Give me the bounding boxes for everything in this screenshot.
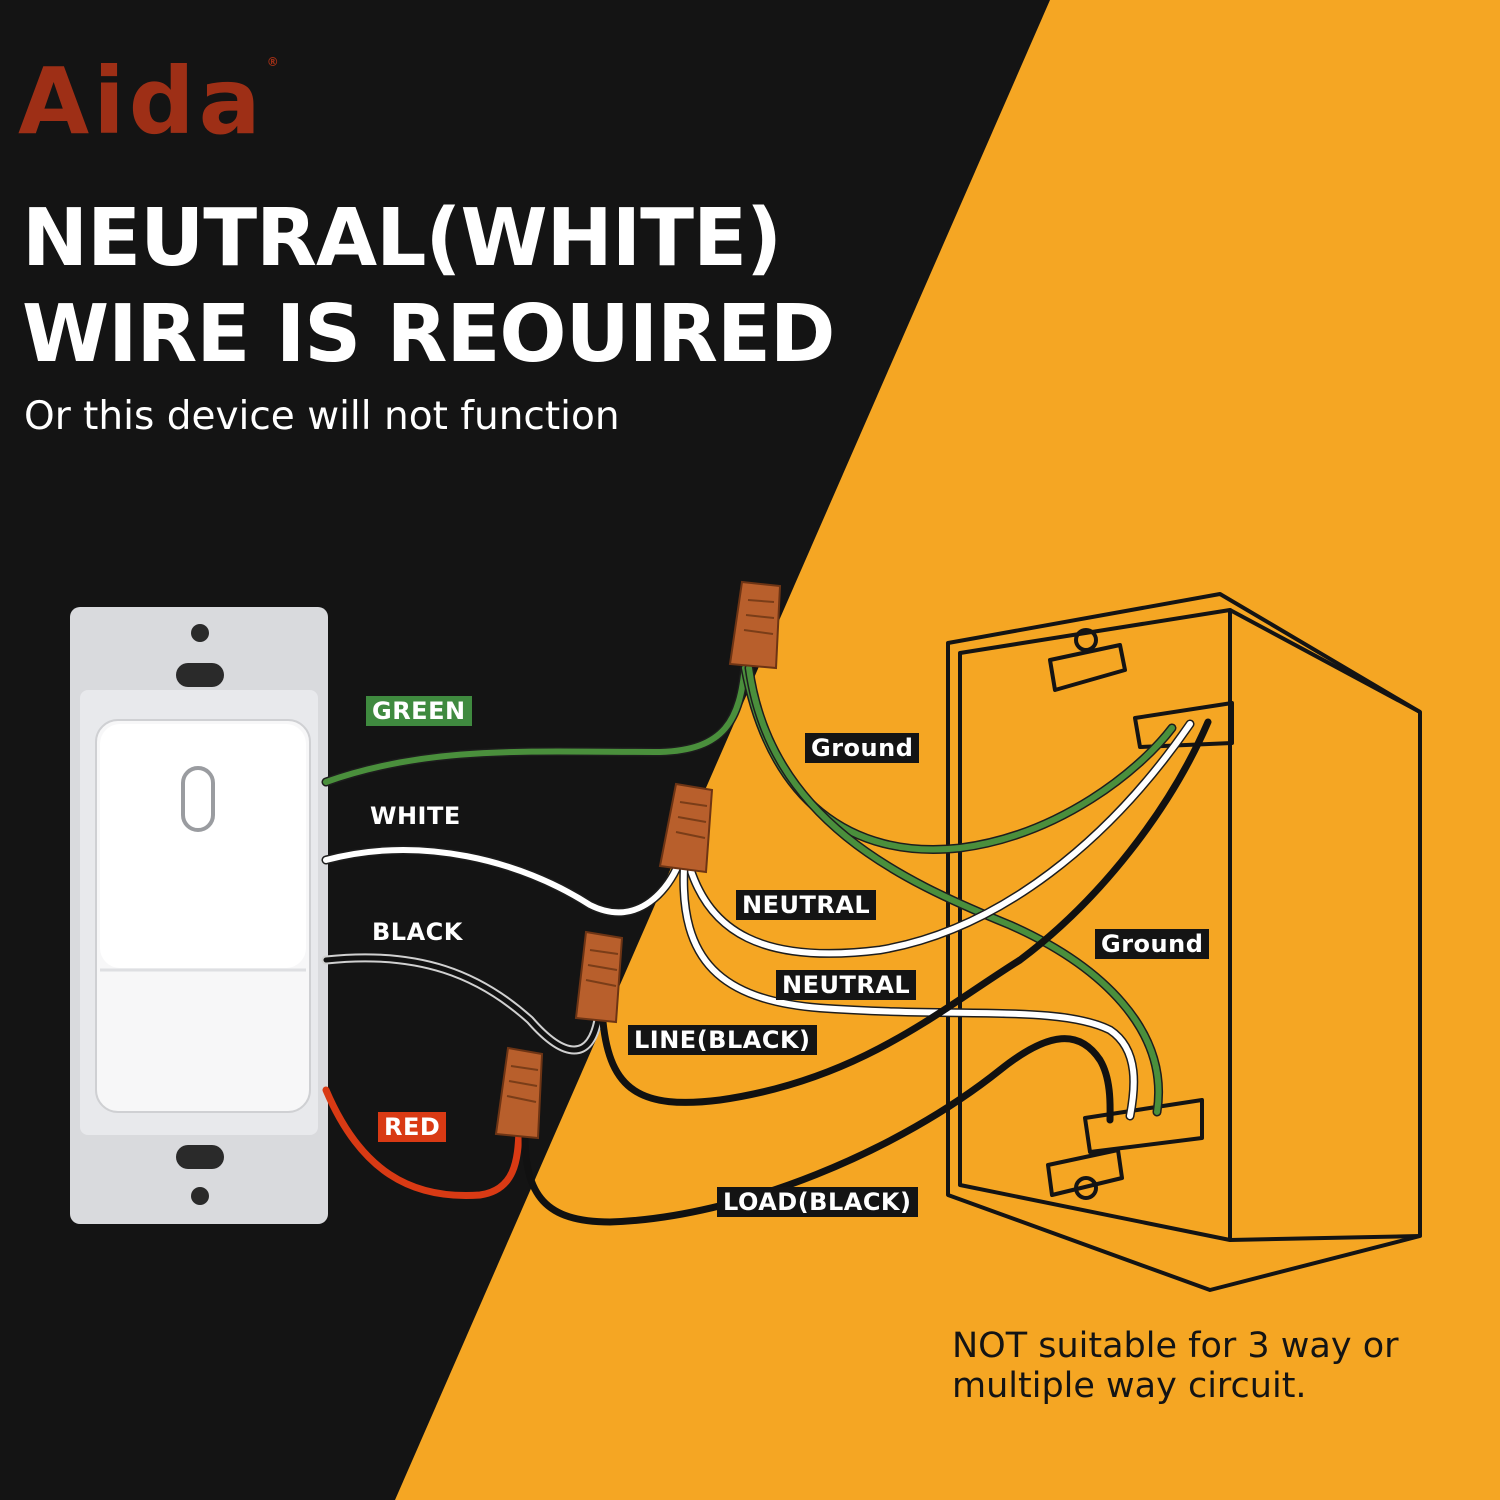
label-neutral-2: NEUTRAL [776, 970, 917, 1000]
label-neutral-1: NEUTRAL [736, 890, 877, 920]
label-ground-2: Ground [1095, 929, 1210, 959]
label-ground-1: Ground [805, 733, 920, 763]
wire-nut-neutral [658, 782, 714, 874]
label-red: RED [378, 1112, 447, 1142]
label-black: BLACK [366, 917, 469, 947]
motion-sensor-switch [70, 607, 328, 1224]
label-green: GREEN [366, 696, 472, 726]
strap-screw-hole-bottom [191, 1187, 209, 1205]
subheadline: Or this device will not function [24, 394, 620, 439]
electrical-box [946, 592, 1422, 1292]
wire-nut-ground [728, 580, 782, 670]
label-white: WHITE [364, 801, 467, 831]
label-line: LINE(BLACK) [628, 1025, 817, 1055]
note-line-1: NOT suitable for 3 way or [952, 1326, 1399, 1366]
wire-nuts [494, 580, 782, 1140]
label-load: LOAD(BLACK) [717, 1187, 918, 1217]
registered-mark: ® [266, 55, 283, 69]
brand-logo: Aida® [18, 56, 283, 148]
compatibility-note: NOT suitable for 3 way or multiple way c… [952, 1326, 1472, 1406]
brand-logo-text: Aida [18, 48, 265, 155]
switch-paddle [100, 724, 306, 968]
strap-screw-hole-top [191, 624, 209, 642]
indicator-light [181, 766, 215, 832]
strap-slot-top [176, 663, 224, 687]
wire-nut-load [494, 1046, 544, 1140]
headline-line-2: WIRE IS REOUIRED [22, 288, 835, 380]
wire-nut-line [574, 930, 624, 1024]
wires [321, 660, 1212, 1226]
note-line-2: multiple way circuit. [952, 1366, 1307, 1406]
headline-line-1: NEUTRAL(WHITE) [22, 192, 782, 284]
wire-nut-ridges [506, 599, 775, 1103]
headline: NEUTRAL(WHITE) WIRE IS REOUIRED [22, 190, 835, 382]
strap-slot-bottom [176, 1145, 224, 1169]
